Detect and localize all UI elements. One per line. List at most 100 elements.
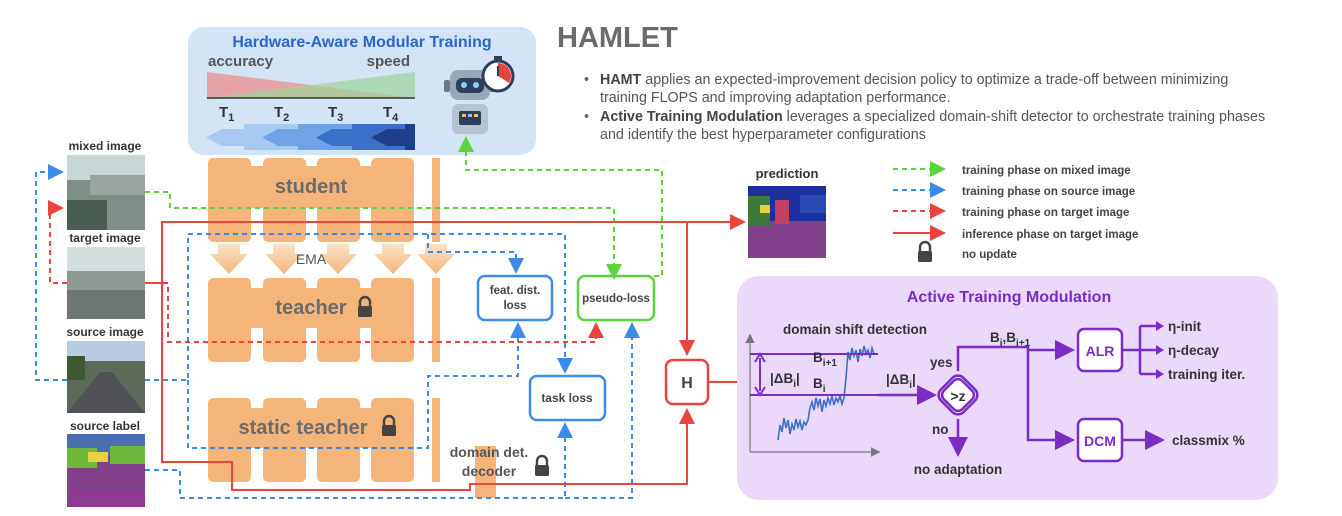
speed-label: speed: [367, 53, 410, 70]
hamt-title: Hardware-Aware Modular Training: [232, 34, 491, 51]
input-images: mixed image target image source image so…: [66, 139, 826, 507]
dcm-label: DCM: [1084, 433, 1116, 449]
legend-item-mixed: training phase on mixed image: [893, 161, 1131, 177]
b-i1-label: Bi+1: [813, 350, 837, 369]
prediction-image: [748, 186, 826, 258]
red-inference-decoder-to-h: [161, 283, 695, 491]
connectors: [35, 136, 746, 499]
svg-text:training phase on target image: training phase on target image: [962, 207, 1129, 219]
source-image: [67, 341, 145, 413]
b-i-label: Bi: [813, 376, 826, 395]
entropy-h-label: H: [681, 375, 693, 392]
no-label: no: [932, 422, 949, 437]
threshold-arrow-4: [371, 124, 415, 150]
b-pair-label: Bi,Bi+1: [990, 330, 1031, 349]
threshold-label-2: T2: [274, 104, 289, 124]
threshold-label-3: T3: [328, 104, 343, 124]
static-teacher-label: static teacher: [239, 417, 368, 439]
svg-text:inference phase on target imag: inference phase on target image: [962, 229, 1138, 241]
page-title: HAMLET: [557, 22, 678, 54]
threshold-labels: T1 T2 T3 T4: [219, 104, 399, 124]
atm-panel: Active Training Modulation domain shift …: [737, 276, 1278, 500]
static-teacher-blocks: static teacher: [208, 398, 440, 482]
yes-label: yes: [930, 355, 953, 370]
compare-diamond: >z: [937, 374, 979, 416]
alr-output-arrows: [1122, 324, 1160, 376]
speed-wedge: [207, 72, 415, 98]
atm-title: Active Training Modulation: [907, 289, 1111, 306]
threshold-label-1: T1: [219, 104, 234, 124]
green-mixed-to-student: [145, 191, 622, 280]
blue-feat-arrow: [427, 234, 524, 274]
shift-signal: [777, 344, 875, 441]
loss-boxes: feat. dist. loss pseudo-loss task loss H: [476, 274, 710, 422]
atm-background: [737, 276, 1278, 500]
accuracy-label: accuracy: [208, 53, 274, 70]
hamt-panel: Hardware-Aware Modular Training accuracy…: [188, 27, 536, 155]
source-label-label: source label: [70, 419, 140, 433]
ema-label: EMA: [296, 251, 327, 267]
teacher-label: teacher: [275, 297, 346, 319]
red-target-to-pseudo: [145, 282, 604, 343]
feat-dist-loss-label-2: loss: [503, 300, 526, 312]
threshold-arrows: [206, 124, 415, 150]
student-blocks: student: [208, 158, 440, 242]
source-image-label: source image: [66, 325, 144, 339]
legend-item-no-update: no update: [916, 240, 1017, 264]
compare-label: >z: [950, 388, 965, 404]
blue-source-to-network: [145, 233, 573, 381]
domain-det-label-1: domain det.: [450, 444, 529, 460]
delta-b-plot-label: |ΔBi|: [770, 371, 800, 390]
legend-item-source: training phase on source image: [893, 182, 1135, 198]
mixed-image: [67, 155, 145, 230]
legend-lock-icon: [916, 240, 934, 264]
blue-source-loop: [35, 164, 67, 381]
target-image-label: target image: [69, 231, 141, 245]
to-dcm-arrow: [1026, 350, 1075, 450]
domain-det-label-2: decoder: [462, 463, 517, 479]
robot-with-stopwatch-icon: [444, 56, 515, 134]
classmix-label: classmix %: [1172, 433, 1245, 448]
green-pseudo-to-robot: [458, 136, 663, 277]
blue-label-to-task: [145, 422, 573, 499]
student-label: student: [275, 176, 348, 198]
blue-static-to-feat: [187, 322, 526, 449]
legend: training phase on mixed image training p…: [893, 161, 1138, 264]
svg-text:training phase on source image: training phase on source image: [962, 186, 1135, 198]
teacher-blocks: teacher: [208, 278, 440, 362]
red-inference-to-prediction: [145, 214, 746, 284]
legend-item-inference: inference phase on target image: [893, 225, 1138, 241]
task-loss-box: [528, 374, 607, 422]
ema-arrows: EMA: [210, 244, 455, 274]
training-iter-label: training iter.: [1168, 367, 1245, 382]
red-target-loop: [48, 200, 67, 284]
red-inference-to-h: [679, 221, 695, 356]
legend-item-target: training phase on target image: [893, 203, 1129, 219]
static-teacher-block-head: [432, 398, 440, 482]
delta-b-flow-label: |ΔBi|: [886, 372, 916, 391]
feat-dist-loss-box: [476, 274, 554, 322]
threshold-label-4: T4: [383, 104, 399, 124]
bullet-atm: Active Training Modulation leverages a s…: [578, 109, 1268, 144]
atm-detection-label: domain shift detection: [783, 322, 927, 337]
mixed-image-label: mixed image: [69, 139, 142, 153]
alr-label: ALR: [1086, 343, 1115, 359]
description-bullets: HAMT applies an expected-improvement dec…: [578, 72, 1268, 146]
bullet-hamt: HAMT applies an expected-improvement dec…: [578, 72, 1268, 107]
domain-shift-plot: |ΔBi| Bi+1 Bi: [745, 333, 881, 457]
teacher-block-head: [432, 278, 440, 362]
blue-pseudo-return: [565, 322, 640, 499]
prediction-label: prediction: [756, 166, 819, 181]
eta-init-label: η-init: [1168, 319, 1201, 334]
domain-det-lock-icon: [533, 454, 551, 478]
target-image: [67, 247, 145, 319]
student-block-head: [432, 158, 440, 242]
source-label-image: [67, 434, 145, 507]
feat-dist-loss-label-1: feat. dist.: [490, 285, 540, 297]
task-loss-label: task loss: [541, 391, 593, 405]
svg-text:training phase on mixed image: training phase on mixed image: [962, 165, 1131, 177]
eta-decay-label: η-decay: [1168, 343, 1220, 358]
svg-text:no update: no update: [962, 249, 1017, 261]
pseudo-loss-label: pseudo-loss: [582, 293, 650, 305]
